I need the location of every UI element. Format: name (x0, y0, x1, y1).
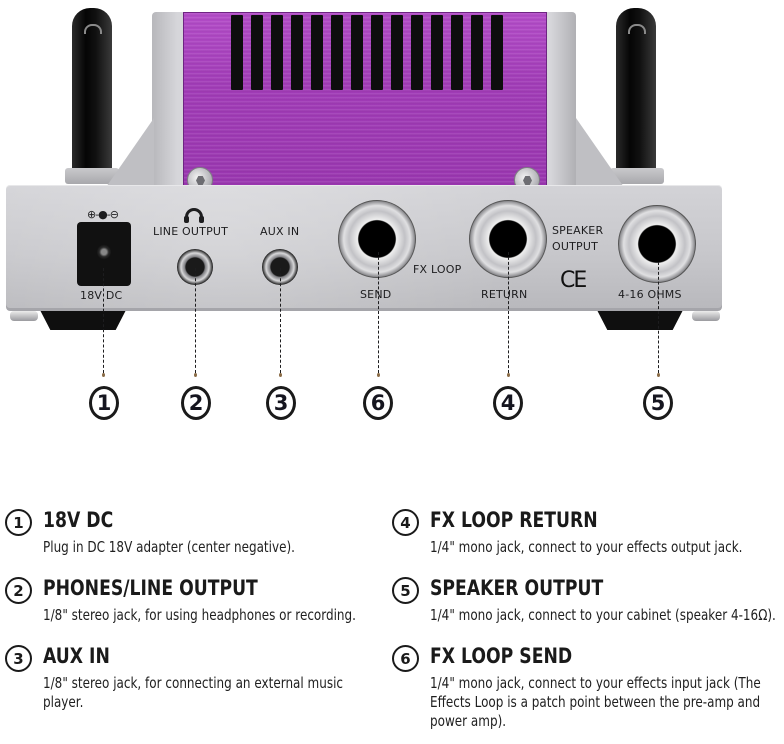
left-tube-base (65, 168, 119, 184)
marker-3: 3 (266, 386, 296, 420)
leader-line-5 (658, 262, 659, 373)
legend-title: PHONES/LINE OUTPUT (43, 576, 258, 600)
send-label: SEND (360, 288, 392, 301)
ohms-label: 4-16 OHMS (618, 288, 682, 301)
legend-title: AUX IN (43, 644, 110, 668)
ce-mark-icon: CE (560, 268, 587, 293)
legend-description: 1/4" mono jack, connect to your cabinet … (430, 606, 776, 624)
legend-description: 1/8" stereo jack, for connecting an exte… (43, 674, 344, 711)
legend-title: 18V DC (43, 508, 114, 532)
legend-title: FX LOOP SEND (430, 644, 573, 668)
right-foot (597, 310, 683, 330)
legend-description: Plug in DC 18V adapter (center negative)… (43, 538, 295, 556)
headphone-icon (184, 208, 204, 223)
marker-1: 1 (89, 386, 119, 420)
left-power-tube (72, 8, 112, 173)
right-side-screw-icon (692, 311, 720, 321)
marker-2: 2 (181, 386, 211, 420)
legend-description: 1/4" mono jack, connect to your effects … (430, 538, 743, 556)
legend-title: SPEAKER OUTPUT (430, 576, 604, 600)
dc-jack (77, 222, 131, 286)
leader-line-3 (280, 268, 281, 373)
speaker-output-jack (618, 205, 696, 283)
legend-number-6: 6 (392, 645, 419, 672)
legend-number-5: 5 (392, 577, 419, 604)
purple-vent-plate (183, 12, 547, 196)
polarity-symbol-icon: ⊕-●-⊖ (87, 208, 119, 221)
legend-title: FX LOOP RETURN (430, 508, 598, 532)
aux-in-label: AUX IN (260, 225, 300, 238)
right-power-tube (616, 8, 656, 173)
legend-number-2: 2 (5, 577, 32, 604)
leader-line-2 (195, 268, 196, 373)
fx-loop-label: FX LOOP (413, 263, 462, 276)
dc-label: 18V DC (80, 289, 123, 302)
line-output-label: LINE OUTPUT (153, 225, 229, 238)
speaker-output-label-line2: OUTPUT (552, 240, 599, 253)
vent-slots (231, 15, 503, 90)
fx-send-jack (338, 200, 416, 278)
legend-number-4: 4 (392, 509, 419, 536)
marker-6: 6 (363, 386, 393, 420)
leader-line-4 (508, 252, 509, 373)
legend-number-3: 3 (5, 645, 32, 672)
speaker-output-label-line1: SPEAKER (552, 224, 604, 237)
right-tube-base (610, 168, 664, 184)
marker-5: 5 (643, 386, 673, 420)
legend-description: 1/4" mono jack, connect to your effects … (430, 674, 761, 730)
marker-4: 4 (493, 386, 523, 420)
legend-number-1: 1 (5, 509, 32, 536)
legend-description: 1/8" stereo jack, for using headphones o… (43, 606, 356, 624)
leader-line-1 (103, 268, 104, 373)
return-label: RETURN (481, 288, 528, 301)
left-foot (40, 310, 126, 330)
left-side-screw-icon (10, 311, 38, 321)
leader-line-6 (378, 252, 379, 373)
